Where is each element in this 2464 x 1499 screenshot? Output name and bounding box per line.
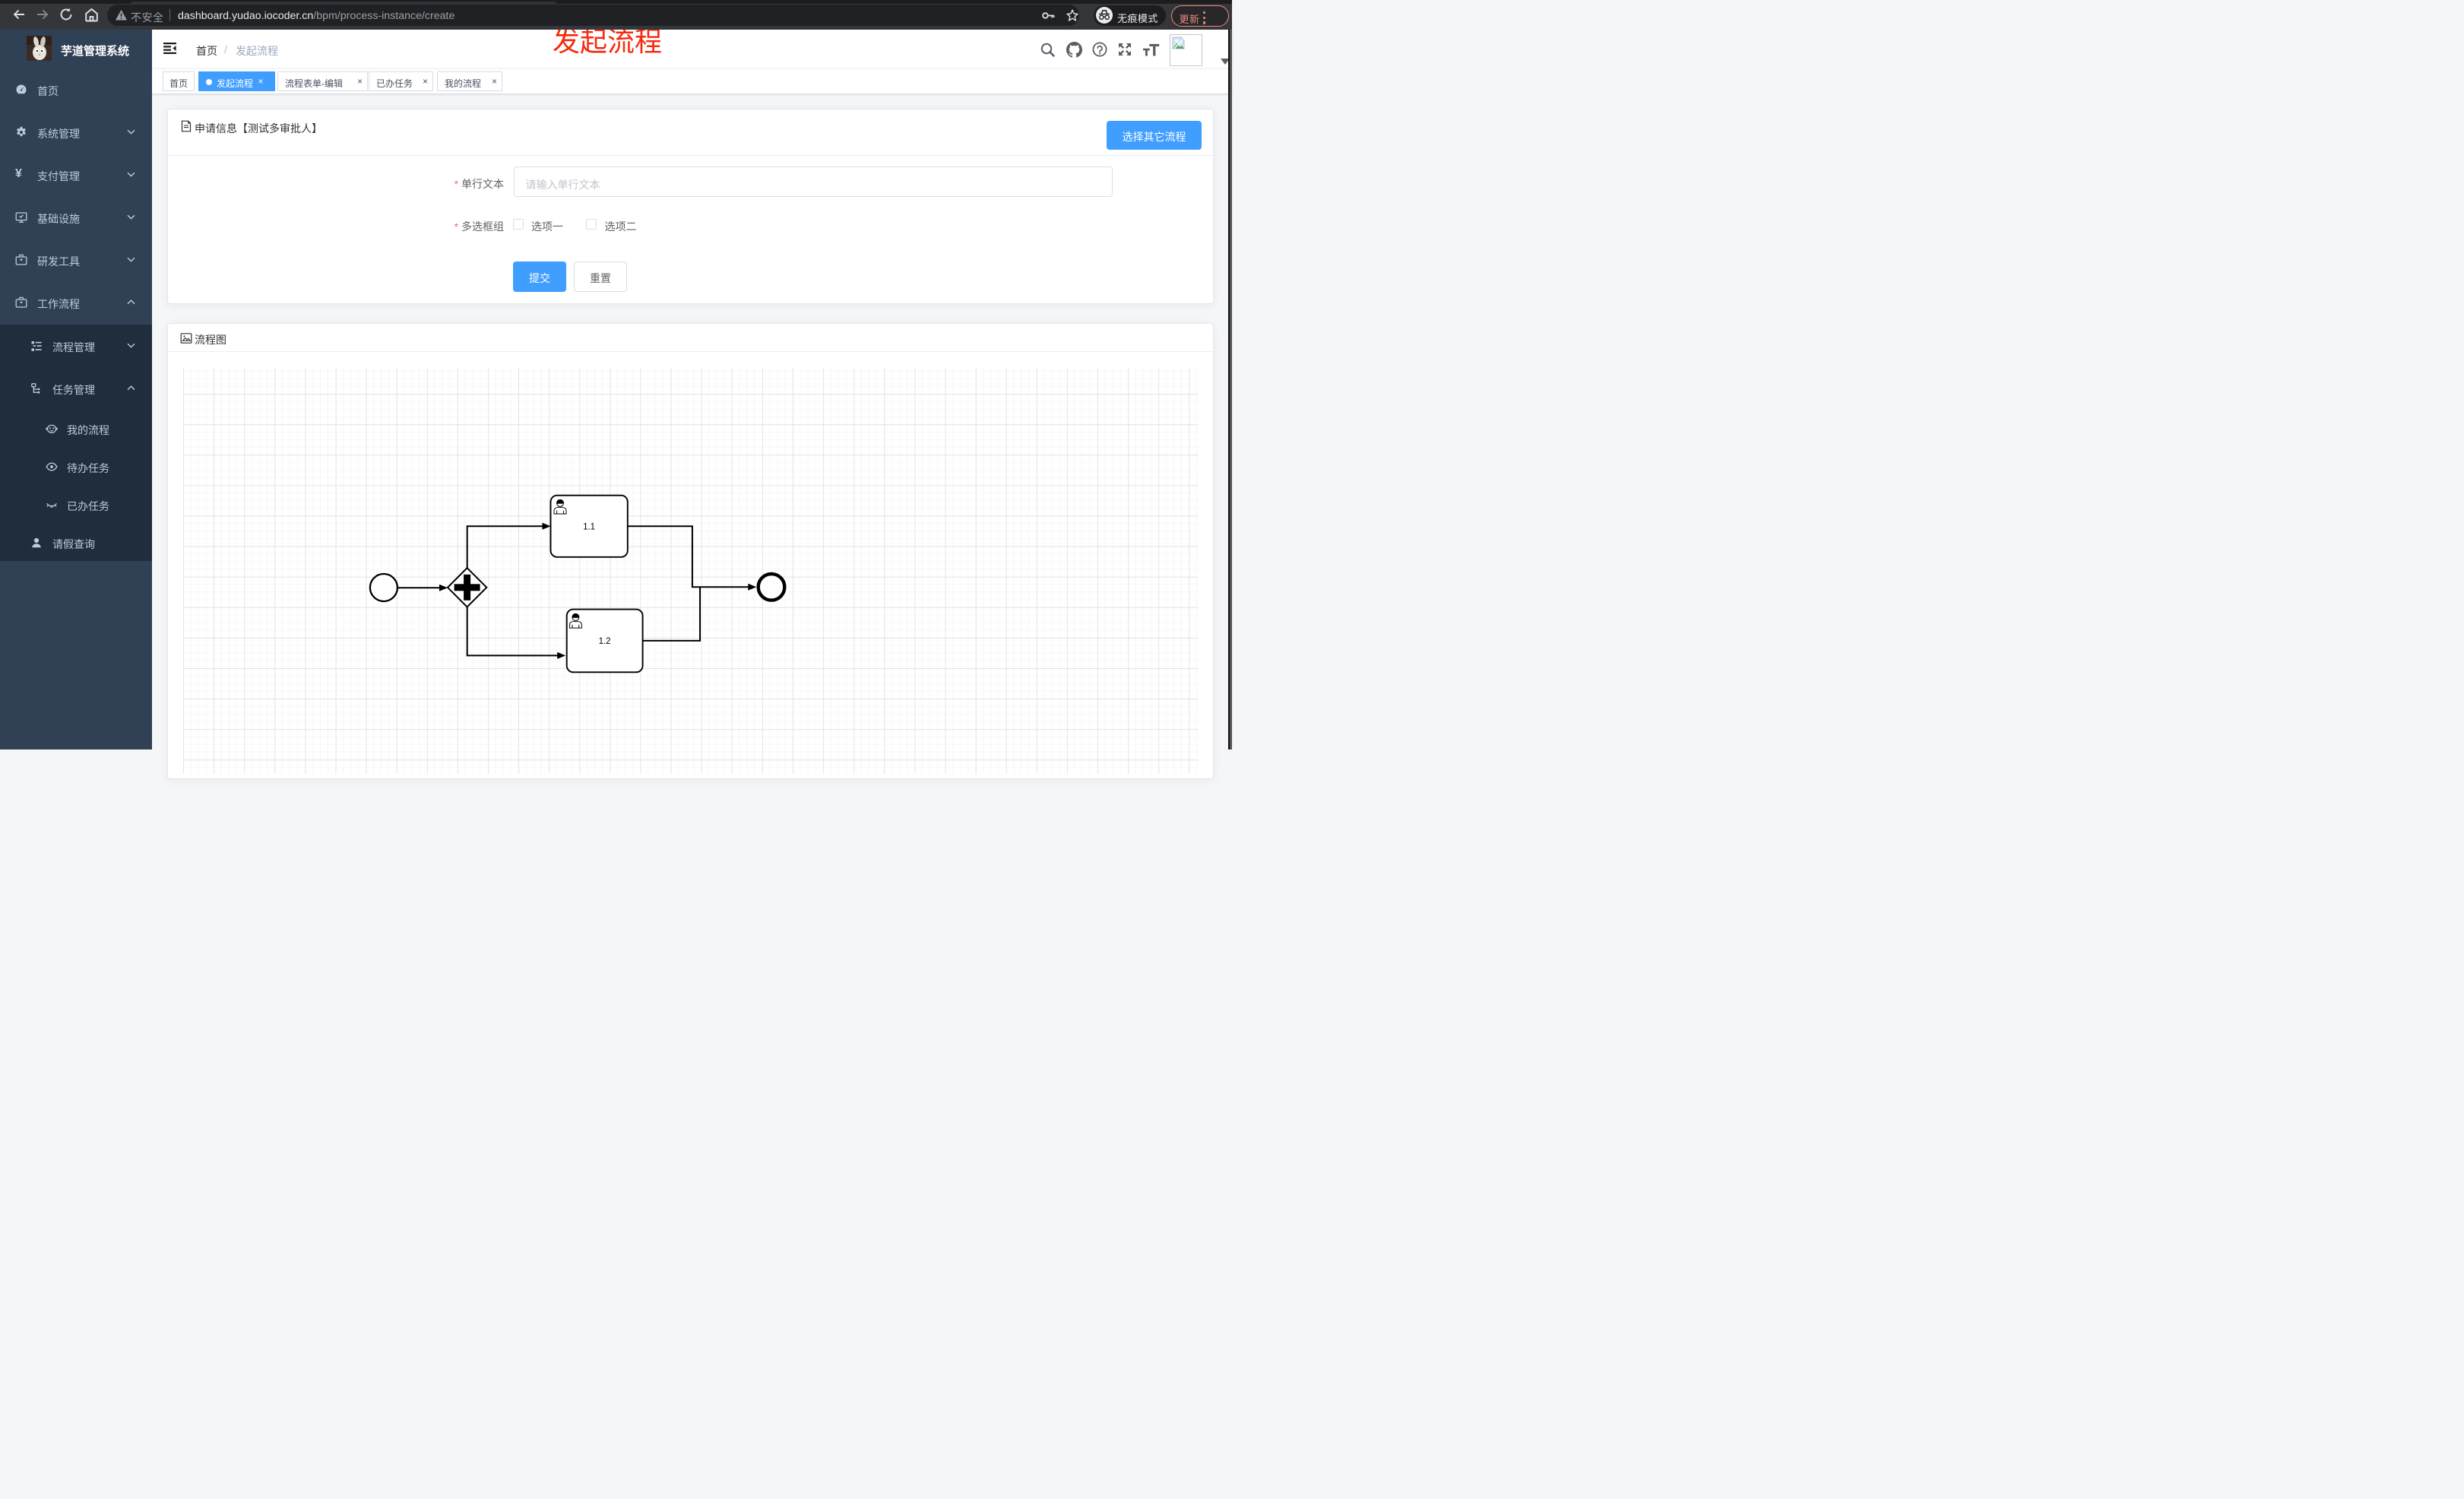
svg-text:1.2: 1.2 — [599, 637, 611, 646]
svg-text:1.1: 1.1 — [583, 522, 595, 531]
